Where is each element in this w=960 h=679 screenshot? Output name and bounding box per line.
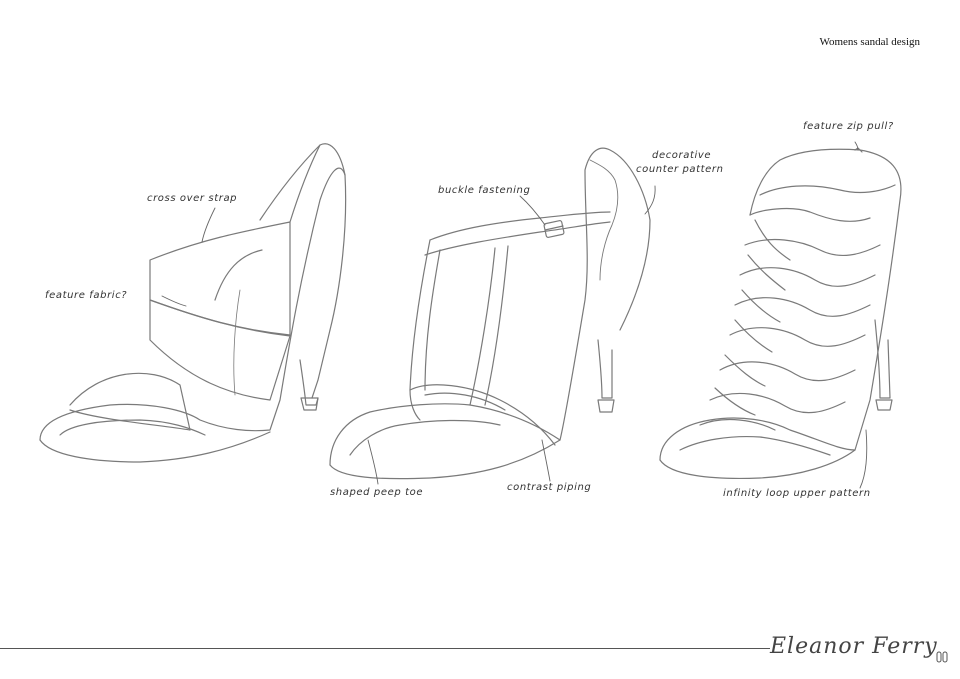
annotation-cross-over-strap: cross over strap	[147, 193, 238, 204]
signature-mark	[936, 651, 948, 663]
sandal-t-bar	[329, 147, 651, 480]
sandal-cage	[659, 147, 902, 479]
annotation-buckle-fastening: buckle fastening	[438, 185, 531, 196]
annotation-infinity-loop: infinity loop upper pattern	[723, 488, 871, 499]
sandal-cross-strap	[39, 143, 347, 463]
annotation-feature-zip-pull: feature zip pull?	[803, 121, 894, 132]
page-title: Womens sandal design	[819, 36, 920, 48]
designer-signature: Eleanor Ferry	[770, 634, 938, 659]
annotation-leaders	[161, 141, 868, 489]
annotation-feature-fabric: feature fabric?	[45, 290, 128, 301]
annotation-shaped-peep-toe: shaped peep toe	[330, 487, 424, 498]
annotation-counter-pattern: counter pattern	[636, 164, 724, 175]
footer-divider	[0, 648, 770, 649]
annotation-contrast-piping: contrast piping	[507, 482, 592, 493]
annotation-decorative: decorative	[652, 150, 712, 161]
